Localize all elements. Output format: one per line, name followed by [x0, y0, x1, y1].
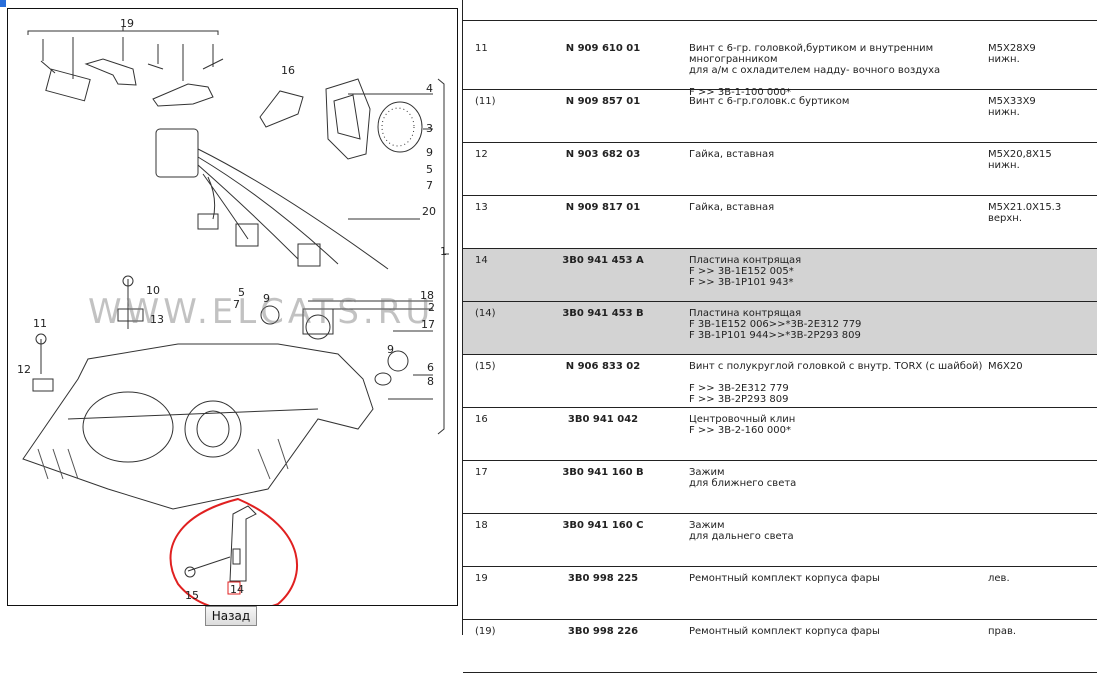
table-row[interactable]: 14 3B0 941 453 A Пластина контрящая F >> 3… [463, 249, 1097, 302]
part-description: Центровочный клин F >> 3B-2-160 000* [689, 414, 796, 436]
position-number: 19 [475, 573, 488, 584]
part-description: Винт с 6-гр. головкой,буртиком и внутрен… [689, 43, 941, 98]
part-description: Винт с 6-гр.головк.с буртиком [689, 96, 850, 107]
callout-label[interactable]: 16 [281, 64, 295, 77]
table-row[interactable]: многогранникомверхн. [463, 0, 1097, 21]
table-row[interactable]: 16 3B0 941 042 Центровочный клин F >> 3B-2… [463, 408, 1097, 461]
callout-label[interactable]: 2 [428, 301, 435, 314]
table-row[interactable]: 17 3B0 941 160 B Зажим для ближнего света [463, 461, 1097, 514]
headlight-exploded-drawing [22, 27, 449, 510]
callout-label[interactable]: 7 [233, 298, 240, 311]
part-number: 3B0 941 160 B [562, 467, 644, 478]
position-number: 13 [475, 202, 488, 213]
part-description: Ремонтный комплект корпуса фары [689, 626, 880, 637]
part-description: Винт с полукруглой головкой с внутр. TOR… [689, 361, 983, 405]
part-number: 3B0 941 042 [567, 414, 639, 425]
table-row[interactable]: 13 N 909 817 01 Гайка, вставная M5X21.0X15.… [463, 196, 1097, 249]
table-row[interactable]: 18 3B0 941 160 C Зажим для дальнего света [463, 514, 1097, 567]
part-note: M5X33X9 нижн. [988, 96, 1036, 118]
part-description: Зажим для дальнего света [689, 520, 794, 542]
part-number: 3B0 941 453 B [562, 308, 644, 319]
part-note: лев. [988, 573, 1010, 584]
table-row[interactable]: 12 N 903 682 03 Гайка, вставная M5X20,8X15 … [463, 143, 1097, 196]
table-row[interactable]: 19 3B0 998 225 Ремонтный комплект корпуса … [463, 567, 1097, 620]
position-number: (11) [475, 96, 496, 107]
position-number: 17 [475, 467, 488, 478]
part-number: N 909 857 01 [565, 96, 641, 107]
callout-label[interactable]: 1 [440, 245, 447, 258]
part-note: M5X21.0X15.3 верхн. [988, 202, 1062, 224]
position-number: 12 [475, 149, 488, 160]
part-number: 3B0 941 160 C [562, 520, 644, 531]
parts-table: многогранникомверхн. 11 N 909 610 01 Винт с… [462, 0, 1097, 673]
callout-label[interactable]: 15 [185, 589, 199, 602]
callout-label[interactable]: 5 [238, 286, 245, 299]
position-number: 18 [475, 520, 488, 531]
table-row[interactable]: (11) N 909 857 01 Винт с 6-гр.головк.с бур… [463, 90, 1097, 143]
callout-label[interactable]: 5 [426, 163, 433, 176]
position-number: 16 [475, 414, 488, 425]
position-number: (19) [475, 626, 496, 637]
part-number: N 909 610 01 [565, 43, 641, 54]
callout-label[interactable]: 20 [422, 205, 436, 218]
table-row[interactable]: (14) 3B0 941 453 B Пластина контрящая F 3B… [463, 302, 1097, 355]
callout-label[interactable]: 4 [426, 82, 433, 95]
callout-label[interactable]: 3 [426, 122, 433, 135]
part-number: 3B0 998 226 [567, 626, 639, 637]
callout-label[interactable]: 13 [150, 313, 164, 326]
callout-label[interactable]: 9 [426, 146, 433, 159]
callout-label[interactable]: 12 [17, 363, 31, 376]
part-number: 3B0 941 453 A [562, 255, 644, 266]
callout-label[interactable]: 14 [230, 583, 244, 596]
callout-label[interactable]: 9 [387, 343, 394, 356]
position-number: 11 [475, 43, 488, 54]
part-number: N 903 682 03 [565, 149, 641, 160]
part-note: M6X20 [988, 361, 1023, 372]
position-number: (14) [475, 308, 496, 319]
highlight-circle [169, 497, 299, 605]
position-number: 14 [475, 255, 488, 266]
callout-label[interactable]: 8 [427, 375, 434, 388]
part-number: 3B0 998 225 [567, 573, 639, 584]
callout-label[interactable]: 6 [427, 361, 434, 374]
callout-label[interactable]: 10 [146, 284, 160, 297]
selection-marker [0, 0, 6, 7]
part-description: Пластина контрящая F >> 3B-1E152 005* F … [689, 255, 802, 288]
table-row[interactable]: (19) 3B0 998 226 Ремонтный комплект корпус… [463, 620, 1097, 673]
part-description: Пластина контрящая F 3B-1E152 006>>*3B-2… [689, 308, 862, 341]
part-note: M5X20,8X15 нижн. [988, 149, 1052, 171]
part-description: Гайка, вставная [689, 149, 775, 160]
part-note: M5X28X9 нижн. [988, 43, 1036, 65]
table-row[interactable]: 11 N 909 610 01 Винт с 6-гр. головкой,бурт… [463, 37, 1097, 98]
part-description: Ремонтный комплект корпуса фары [689, 573, 880, 584]
callout-label[interactable]: 11 [33, 317, 47, 330]
part-description: Зажим для ближнего света [689, 467, 797, 489]
part-description: Гайка, вставная [689, 202, 775, 213]
callout-label[interactable]: 17 [421, 318, 435, 331]
part-number: N 906 833 02 [565, 361, 641, 372]
position-number: (15) [475, 361, 496, 372]
back-button[interactable]: Назад [205, 606, 257, 626]
callout-label[interactable]: 7 [426, 179, 433, 192]
part-note: прав. [988, 626, 1017, 637]
callout-label[interactable]: 19 [120, 17, 134, 30]
table-row[interactable]: (15) N 906 833 02 Винт с полукруглой голов… [463, 355, 1097, 408]
repair-kit-parts [40, 37, 224, 107]
callout-label[interactable]: 9 [263, 292, 270, 305]
watermark: WWW.ELCATS.RU [88, 292, 435, 332]
part-number: N 909 817 01 [565, 202, 641, 213]
callout-label[interactable]: 18 [420, 289, 434, 302]
